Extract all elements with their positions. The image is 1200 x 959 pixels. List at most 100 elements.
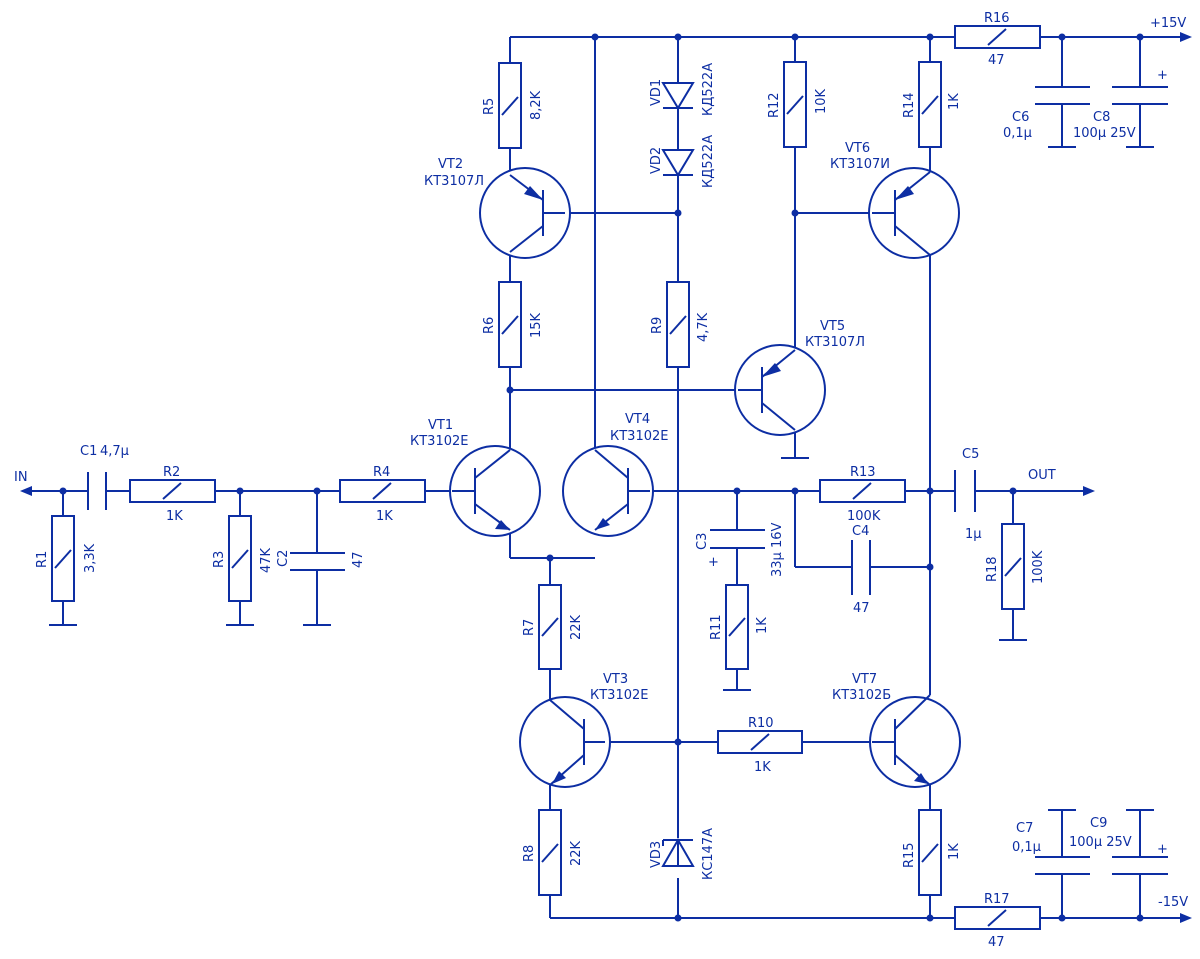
svg-text:R2: R2 — [163, 465, 180, 480]
resistor-r8: R8 22K — [522, 809, 584, 896]
capacitor-c5: C5 1μ — [954, 447, 982, 542]
resistor-r12: R12 10K — [767, 61, 829, 148]
svg-text:47: 47 — [988, 935, 1005, 950]
svg-text:R18: R18 — [985, 556, 1000, 582]
svg-text:R8: R8 — [522, 845, 537, 862]
diode-vd2: VD2 КД522А — [649, 135, 716, 188]
svg-text:R1: R1 — [35, 551, 50, 568]
svg-text:1K: 1K — [947, 843, 962, 860]
svg-text:8,2K: 8,2K — [529, 90, 544, 120]
svg-text:33μ 16V: 33μ 16V — [770, 523, 785, 577]
svg-text:C9: C9 — [1090, 816, 1107, 831]
svg-text:0,1μ: 0,1μ — [1003, 126, 1032, 141]
resistor-r17: R17 47 — [954, 892, 1041, 950]
svg-text:VD3: VD3 — [649, 841, 664, 868]
transistor-vt2: VT2 КТ3107Л — [424, 157, 571, 259]
transistor-vt3: VT3 КТ3102Е — [519, 672, 648, 788]
diode-vd1: VD1 КД522А — [649, 63, 716, 116]
capacitor-c4: C4 47 — [851, 524, 871, 616]
svg-text:КТ3102Е: КТ3102Е — [410, 434, 468, 449]
svg-text:R12: R12 — [767, 92, 782, 118]
svg-text:R15: R15 — [902, 842, 917, 868]
svg-text:+: + — [1157, 68, 1168, 83]
input-arrow-icon — [20, 486, 32, 496]
svg-text:C8: C8 — [1093, 110, 1110, 125]
svg-text:100μ 25V: 100μ 25V — [1069, 835, 1132, 850]
resistor-r18: R18 100K — [985, 523, 1046, 610]
svg-text:47: 47 — [988, 53, 1005, 68]
svg-text:1K: 1K — [166, 509, 183, 524]
capacitor-c1: C1 4,7μ — [80, 444, 129, 510]
svg-text:R9: R9 — [650, 317, 665, 334]
resistor-r5: R5 8,2K — [482, 62, 544, 149]
capacitor-c3: C3 + 33μ 16V — [695, 523, 785, 577]
svg-text:C1: C1 — [80, 444, 97, 459]
output-label: OUT — [1028, 468, 1056, 483]
svg-text:КТ3102Е: КТ3102Е — [590, 688, 648, 703]
svg-text:R3: R3 — [212, 551, 227, 568]
svg-text:100μ 25V: 100μ 25V — [1073, 126, 1136, 141]
svg-text:22K: 22K — [569, 840, 584, 866]
resistor-r11: R11 1K — [709, 584, 770, 670]
svg-text:47K: 47K — [259, 547, 274, 573]
svg-text:47: 47 — [853, 601, 870, 616]
capacitor-c2: C2 47 — [276, 550, 366, 571]
resistor-r15: R15 1K — [902, 809, 962, 896]
svg-text:3,3K: 3,3K — [83, 543, 98, 573]
transistor-vt6: VT6 КТ3107И — [830, 141, 960, 259]
svg-text:22K: 22K — [569, 614, 584, 640]
resistor-r2: R2 1K — [129, 465, 216, 524]
resistor-r14: R14 1K — [902, 61, 962, 148]
svg-text:R4: R4 — [373, 465, 390, 480]
input-label: IN — [14, 470, 28, 485]
svg-text:КТ3107И: КТ3107И — [830, 157, 890, 172]
svg-text:VD2: VD2 — [649, 147, 664, 174]
svg-text:1μ: 1μ — [965, 527, 982, 542]
resistor-r10: R10 1K — [717, 716, 803, 775]
svg-text:VD1: VD1 — [649, 79, 664, 106]
svg-text:1K: 1K — [376, 509, 393, 524]
svg-text:VT1: VT1 — [428, 418, 453, 433]
svg-text:15K: 15K — [529, 312, 544, 338]
svg-text:C4: C4 — [852, 524, 869, 539]
svg-text:VT5: VT5 — [820, 319, 845, 334]
svg-text:C5: C5 — [962, 447, 979, 462]
transistor-vt7: VT7 КТ3102Б — [832, 672, 961, 788]
svg-text:VT2: VT2 — [438, 157, 463, 172]
svg-text:47: 47 — [351, 551, 366, 568]
output-arrow-icon — [1083, 486, 1095, 496]
resistor-r3: R3 47K — [212, 515, 274, 602]
capacitor-c6: C6 0,1μ — [1003, 86, 1090, 147]
svg-text:КТ3107Л: КТ3107Л — [805, 335, 865, 350]
svg-text:+: + — [1157, 842, 1168, 857]
svg-text:VT3: VT3 — [603, 672, 628, 687]
resistor-r9: R9 4,7K — [650, 281, 711, 368]
transistor-vt4: VT4 КТ3102Е — [562, 412, 668, 537]
junction-dots — [59, 33, 1144, 922]
capacitor-c8: C8 + 100μ 25V — [1073, 68, 1168, 147]
svg-text:100K: 100K — [847, 509, 881, 524]
transistor-vt1: VT1 КТ3102Е — [410, 418, 541, 537]
positive-rail-label: +15V — [1150, 16, 1186, 31]
capacitor-c7: C7 0,1μ — [1012, 810, 1090, 875]
svg-text:R10: R10 — [748, 716, 774, 731]
svg-text:R13: R13 — [850, 465, 876, 480]
resistor-r7: R7 22K — [522, 584, 584, 670]
svg-text:C2: C2 — [276, 550, 291, 567]
svg-text:10K: 10K — [814, 88, 829, 114]
capacitor-c9: C9 + 100μ 25V — [1069, 810, 1168, 875]
transistor-vt5: VT5 КТ3107Л — [734, 319, 865, 436]
svg-text:1K: 1K — [754, 760, 771, 775]
terminals: IN OUT +15V -15V — [14, 16, 1192, 923]
svg-text:C3: C3 — [695, 533, 710, 550]
svg-text:VT7: VT7 — [852, 672, 877, 687]
svg-text:C6: C6 — [1012, 110, 1029, 125]
resistor-r13: R13 100K — [819, 465, 906, 524]
negative-rail-arrow-icon — [1180, 913, 1192, 923]
svg-text:КТ3102Б: КТ3102Б — [832, 688, 891, 703]
svg-text:R5: R5 — [482, 98, 497, 115]
svg-text:+: + — [708, 555, 719, 570]
diode-vd3: VD3 КС147А — [649, 828, 716, 880]
svg-text:C7: C7 — [1016, 821, 1033, 836]
svg-text:VT4: VT4 — [625, 412, 650, 427]
